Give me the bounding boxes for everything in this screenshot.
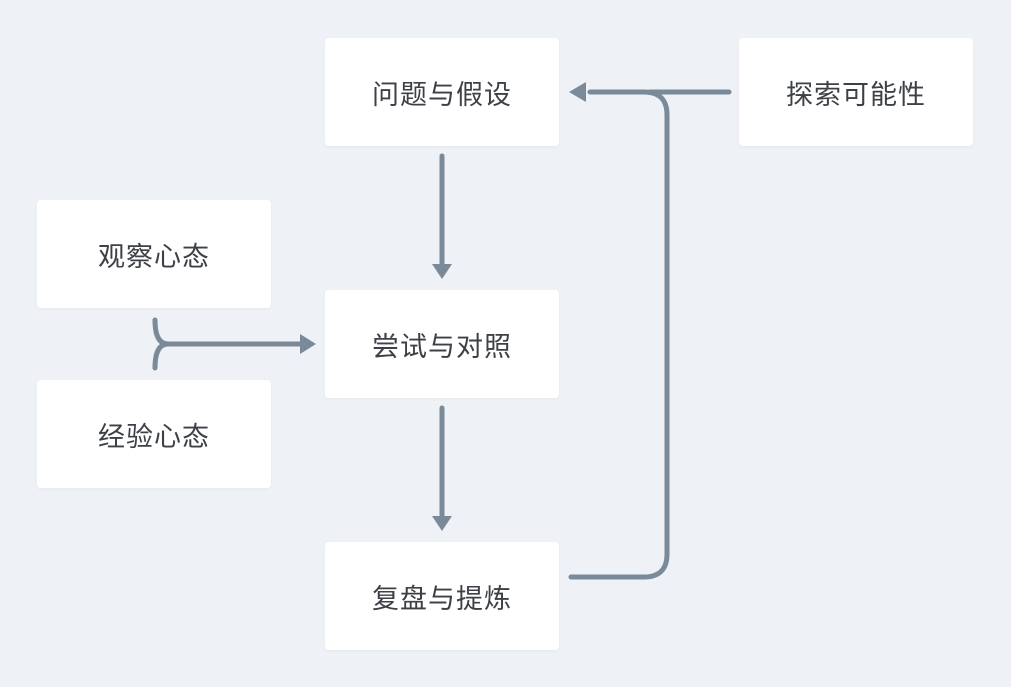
- node-experience-mindset: 经验心态: [37, 380, 271, 488]
- node-review-refine: 复盘与提炼: [325, 542, 559, 650]
- arrowhead-loop-to-question: [569, 82, 586, 102]
- node-observe-mindset: 观察心态: [37, 200, 271, 308]
- arrow-review-loop-to-question: [568, 89, 670, 580]
- arrowhead-question-to-try: [432, 264, 452, 279]
- bracket-observe-experience: [152, 317, 171, 371]
- arrowhead-mindsets-to-try: [300, 334, 316, 354]
- node-label: 复盘与提炼: [372, 583, 512, 615]
- node-explore-possibilities: 探索可能性: [739, 38, 973, 146]
- node-label: 尝试与对照: [372, 331, 512, 363]
- node-label: 观察心态: [98, 241, 210, 273]
- node-question-hypothesis: 问题与假设: [325, 38, 559, 146]
- node-label: 探索可能性: [786, 79, 926, 111]
- node-label: 问题与假设: [372, 79, 512, 111]
- node-label: 经验心态: [98, 421, 210, 453]
- node-try-compare: 尝试与对照: [325, 290, 559, 398]
- arrowhead-try-to-review: [432, 516, 452, 531]
